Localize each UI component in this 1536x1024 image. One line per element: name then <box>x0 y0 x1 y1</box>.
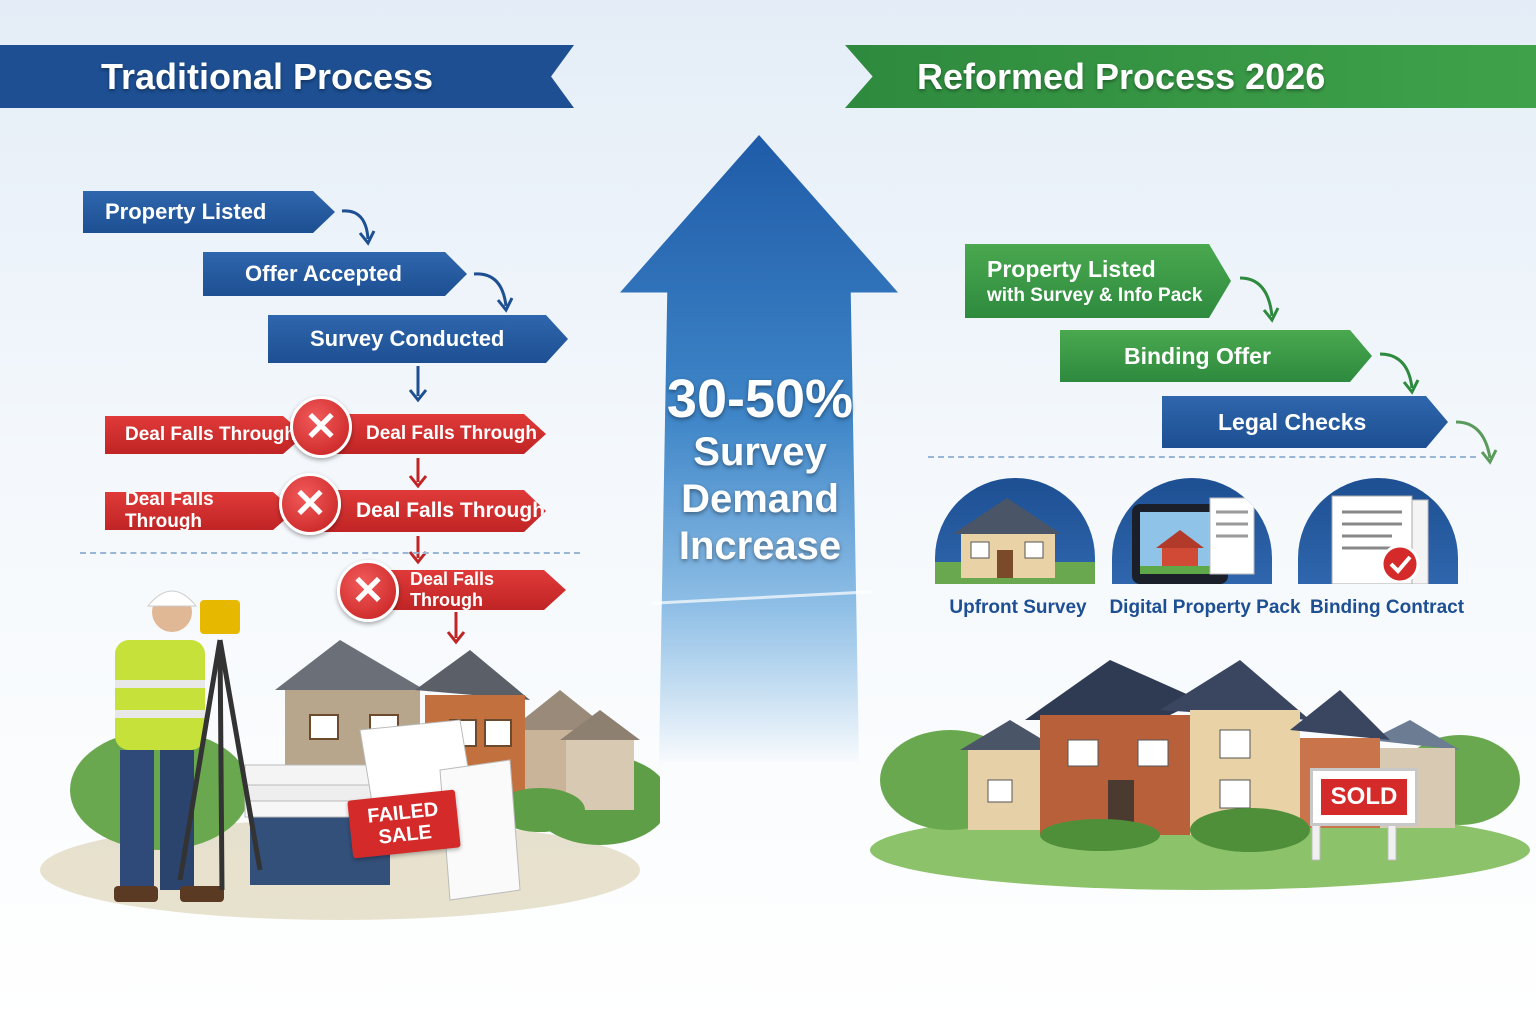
deal-falls-through-3: Deal Falls Through <box>380 570 566 610</box>
step-label: Property Listed <box>987 255 1156 282</box>
x-mark-icon: ✕ <box>290 396 352 458</box>
divider <box>928 456 1476 458</box>
divider <box>80 552 580 554</box>
feature-label-upfront-survey: Upfront Survey <box>949 597 1087 618</box>
stat-line-increase: Increase <box>678 524 842 568</box>
curved-arrow-icon <box>1455 420 1498 465</box>
curved-arrow-icon <box>473 272 514 313</box>
feature-label-digital-property-pack: Digital Property Pack <box>1109 597 1301 618</box>
curved-arrow-icon <box>1239 276 1280 323</box>
upfront-survey-icon <box>935 478 1095 584</box>
step-binding-offer: Binding Offer <box>1060 330 1372 382</box>
x-mark-icon: ✕ <box>337 560 399 622</box>
down-arrow-icon <box>446 612 466 645</box>
step-label: Binding Offer <box>1124 342 1271 369</box>
down-arrow-icon <box>408 458 428 489</box>
sold-sign-label: SOLD <box>1320 779 1408 815</box>
reformed-process-banner: Reformed Process 2026 <box>845 45 1536 108</box>
down-arrow-icon <box>408 536 428 565</box>
deal-falls-through-left-1: Deal Falls Through <box>105 416 305 454</box>
traditional-scene-illustration <box>40 590 660 920</box>
sold-sign: SOLD <box>1310 768 1418 826</box>
fail-label: Deal Falls Through <box>125 489 214 532</box>
step-label: Survey Conducted <box>310 326 505 351</box>
traditional-process-banner: Traditional Process <box>0 45 574 108</box>
deal-falls-through-left-2: Deal Falls Through <box>105 492 295 530</box>
step-survey-conducted: Survey Conducted <box>268 315 568 363</box>
step-property-listed-with-pack: Property Listed with Survey & Info Pack <box>965 244 1231 318</box>
fail-label: Deal Falls Through <box>125 424 297 445</box>
failed-sale-stamp: FAILED SALE <box>347 789 461 859</box>
fail-label: Deal Falls Through <box>356 499 546 522</box>
traditional-process-title: Traditional Process <box>100 55 434 97</box>
binding-contract-icon <box>1298 478 1458 584</box>
curved-arrow-icon <box>1379 352 1420 395</box>
fail-label: Deal Falls Through <box>366 423 538 444</box>
reformed-process-title: Reformed Process 2026 <box>917 55 1326 97</box>
reformed-scene-illustration <box>870 660 1530 890</box>
digital-property-pack-icon <box>1112 478 1272 584</box>
down-arrow-icon <box>408 366 428 403</box>
stat-line-demand: Demand <box>681 477 839 521</box>
deal-falls-through-right-2: Deal Falls Through <box>320 490 546 532</box>
stat-line-survey: Survey <box>693 430 827 474</box>
step-label: Offer Accepted <box>245 261 402 286</box>
step-property-listed: Property Listed <box>83 191 335 233</box>
deal-falls-through-right-1: Deal Falls Through <box>330 414 546 454</box>
fail-label: Deal Falls Through <box>410 569 495 610</box>
step-label: Legal Checks <box>1218 408 1367 435</box>
step-offer-accepted: Offer Accepted <box>203 252 467 296</box>
stat-value: 30-50% <box>666 369 854 429</box>
step-label: Property Listed <box>105 199 267 224</box>
x-mark-icon: ✕ <box>279 473 341 535</box>
step-legal-checks: Legal Checks <box>1162 396 1448 448</box>
step-label: with Survey & Info Pack <box>987 284 1203 306</box>
feature-label-binding-contract: Binding Contract <box>1309 597 1465 618</box>
curved-arrow-icon <box>341 209 376 246</box>
